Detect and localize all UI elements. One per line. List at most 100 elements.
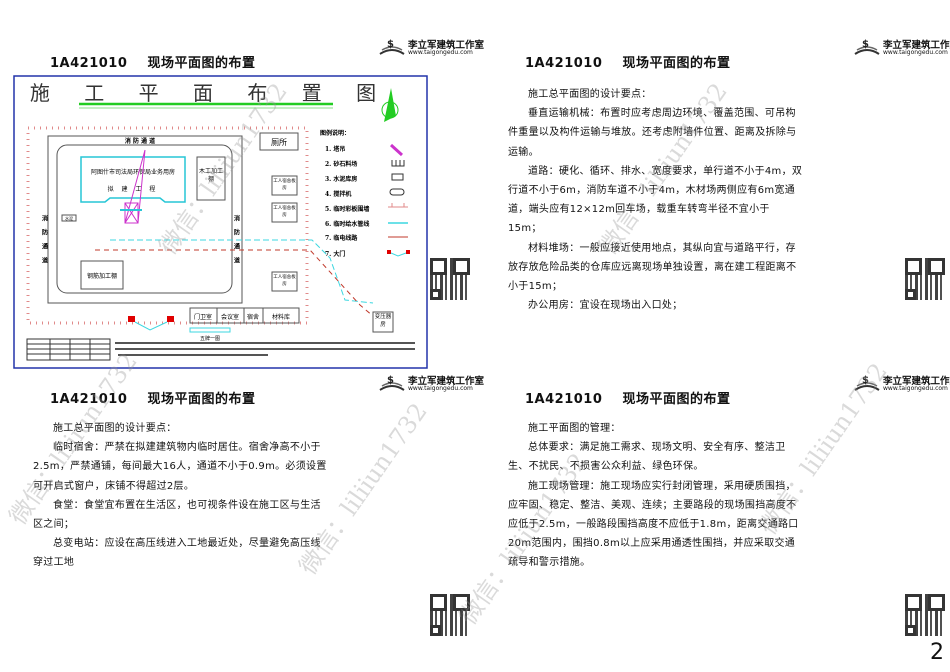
- steel-shop: [80, 260, 124, 290]
- site-table: [26, 338, 111, 361]
- logo-name: 李立军建筑工作室: [883, 40, 950, 51]
- tower-crane-icon: [120, 149, 146, 224]
- gate-swing: [134, 321, 168, 331]
- north-arrow-icon: [381, 88, 399, 122]
- material-store-label: 材料库: [272, 313, 290, 321]
- paragraph: 施工总平面图的设计要点：: [53, 423, 177, 434]
- legend-item-water: 6. 临时给水管线: [325, 220, 369, 228]
- cement-store: [61, 214, 77, 222]
- legend-item-mixer: 4. 搅拌机: [325, 190, 351, 198]
- fire-road-right-label: 消防通道: [233, 214, 240, 271]
- paragraph: 垂直运输机械：布置时应考虑周边环境、覆盖范围、可吊构件重量以及构件运输与堆放。还…: [508, 108, 797, 158]
- logo-name: 李立军建筑工作室: [883, 376, 950, 387]
- book-logo-icon: $: [379, 375, 405, 391]
- slide-heading: 1A421010 现场平面图的布置: [50, 56, 256, 71]
- book-logo-icon: $: [379, 39, 405, 55]
- gate-left: [128, 316, 135, 322]
- book-logo-icon: $: [854, 375, 880, 391]
- qr-code: [430, 258, 470, 300]
- board-sign: [189, 327, 231, 333]
- paragraph: 总体要求：满足施工需求、现场文明、安全有序、整洁卫生、不扰民、不损害公众利益、绿…: [508, 442, 786, 473]
- board-label: 五牌一图: [200, 335, 220, 342]
- logo: $ 李立军建筑工作室 www.taigongedu.com: [378, 372, 484, 396]
- transformer-label: 变压器房: [374, 314, 392, 328]
- slide-1: 1A421010 现场平面图的布置 $ 李立军建筑工作室 www.taigong…: [0, 0, 484, 336]
- dorm-label: 工人宿舍板房: [273, 179, 296, 191]
- paragraph: 材料堆场：一般应接近使用地点，其纵向宜与道路平行，存放存放危险品类的仓库应远离现…: [508, 242, 797, 293]
- legend-item-fence: 5. 临时彩板围墙: [325, 205, 369, 213]
- logo-url: www.taigongedu.com: [883, 385, 948, 392]
- slide-heading: 1A421010 现场平面图的布置: [525, 56, 731, 71]
- legend-item-cement: 3. 水泥库房: [325, 175, 357, 183]
- slide-3: 1A421010 现场平面图的布置 $ 李立军建筑工作室 www.taigong…: [0, 336, 484, 672]
- slide-heading: 1A421010 现场平面图的布置: [525, 392, 731, 407]
- fire-road-label: 消 防 通 道: [125, 137, 155, 145]
- diagram-title: 施 工 平 面 布 置 图: [30, 81, 390, 105]
- transformer-room: [372, 311, 394, 333]
- slide-2: 1A421010 现场平面图的布置 $ 李立军建筑工作室 www.taigong…: [475, 0, 950, 336]
- logo: $ 李立军建筑工作室 www.taigongedu.com: [853, 372, 950, 396]
- svg-text:$: $: [862, 39, 869, 50]
- paragraph: 施工现场管理：施工现场应实行封闭管理，采用硬质围挡，应牢固、稳定、整洁、美观、连…: [508, 480, 799, 569]
- dorm-3: 工人宿舍板房: [271, 271, 298, 292]
- cement-label: 水泥: [65, 215, 73, 221]
- wood-shop: [196, 156, 226, 201]
- gate-room-label: 门卫室: [194, 313, 212, 321]
- dormitory-label: 宿舍: [247, 313, 259, 321]
- paragraph: 临时宿舍：严禁在拟建建筑物内临时居住。宿舍净高不小于2.5m，严禁通铺，每间最大…: [33, 442, 327, 492]
- legend-item-crane: 1. 塔吊: [325, 145, 345, 153]
- logo-name: 李立军建筑工作室: [408, 376, 485, 387]
- legend-title: 图例说明：: [320, 129, 350, 137]
- site-plan-diagram: 施 工 平 面 布 置 图 消 防 通 道 消防通道 消防通道 阿图什市司法局环…: [13, 75, 428, 369]
- paragraph: 食堂：食堂宜布置在生活区，也可视条件设在施工区与生活区之间；: [33, 499, 321, 531]
- svg-text:$: $: [387, 375, 394, 386]
- legend-item-gate: 7. 大门: [325, 250, 345, 258]
- qr-code: [905, 258, 945, 300]
- legend: 1. 塔吊 2. 砂石料场 3. 水泥库房 4. 搅拌机 5. 临时彩板围墙 6…: [325, 145, 369, 258]
- book-logo-icon: $: [854, 39, 880, 55]
- fire-road-left-label: 消防通道: [41, 214, 48, 271]
- slide-body: 施工总平面图的设计要点： 临时宿舍：严禁在拟建建筑物内临时居住。宿舍净高不小于2…: [33, 419, 328, 573]
- gate-right: [167, 316, 174, 322]
- dorm-2: 工人宿舍板房: [271, 202, 298, 223]
- logo-url: www.taigongedu.com: [883, 49, 948, 56]
- qr-code: [430, 594, 470, 636]
- slide-body: 施工平面图的管理： 总体要求：满足施工需求、现场文明、安全有序、整洁卫生、不扰民…: [508, 419, 803, 573]
- paragraph: 道路：硬化、循环、排水、宽度要求，单行道不小于4m，双行道不小于6m，消防车道不…: [508, 165, 803, 235]
- meeting-room-label: 会议室: [221, 313, 239, 321]
- slide-4: 1A421010 现场平面图的布置 $ 李立军建筑工作室 www.taigong…: [475, 336, 950, 672]
- fire-road-inner: [56, 144, 233, 294]
- logo: $ 李立军建筑工作室 www.taigongedu.com: [853, 36, 950, 60]
- steel-shop-label: 钢筋加工棚: [87, 272, 117, 280]
- page-number: 2: [930, 640, 944, 665]
- logo-url: www.taigongedu.com: [408, 385, 473, 392]
- site-office-row: [189, 307, 300, 324]
- legend-item-power: 7. 临电线路: [325, 234, 358, 242]
- dorm-label: 工人宿舍板房: [273, 275, 296, 287]
- wood-shop-label: 木工加工棚: [198, 168, 223, 183]
- proposed-building: [80, 156, 186, 203]
- power-line: [95, 249, 374, 317]
- notes-text: [115, 342, 415, 356]
- building-sub-label: 拟 建 工 程: [108, 185, 159, 193]
- logo-url: www.taigongedu.com: [408, 49, 473, 56]
- logo: $ 李立军建筑工作室 www.taigongedu.com: [378, 36, 484, 60]
- dorm-label: 工人宿舍板房: [273, 206, 296, 218]
- paragraph: 办公用房：宜设在现场出入口处；: [528, 300, 683, 312]
- paragraph: 施工总平面图的设计要点：: [528, 89, 652, 100]
- building-label: 阿图什市司法局环保局业务用房: [91, 168, 175, 176]
- toilet: [259, 132, 299, 151]
- paragraph: 施工平面图的管理：: [528, 423, 621, 434]
- toilet-label: 厕所: [271, 137, 287, 147]
- paragraph: 总变电站：应设在高压线进入工地最近处，尽量避免高压线穿过工地: [33, 538, 321, 569]
- qr-code: [905, 594, 945, 636]
- svg-text:$: $: [862, 375, 869, 386]
- slide-body: 施工总平面图的设计要点： 垂直运输机械：布置时应考虑周边环境、覆盖范围、可吊构件…: [508, 85, 803, 315]
- slide-heading: 1A421010 现场平面图的布置: [50, 392, 256, 407]
- water-pipe: [110, 239, 374, 304]
- logo-name: 李立军建筑工作室: [408, 40, 485, 51]
- diagram-border: [13, 75, 428, 369]
- dorm-1: 工人宿舍板房: [271, 175, 298, 196]
- svg-text:$: $: [387, 39, 394, 50]
- legend-item-sand: 2. 砂石料场: [325, 160, 357, 168]
